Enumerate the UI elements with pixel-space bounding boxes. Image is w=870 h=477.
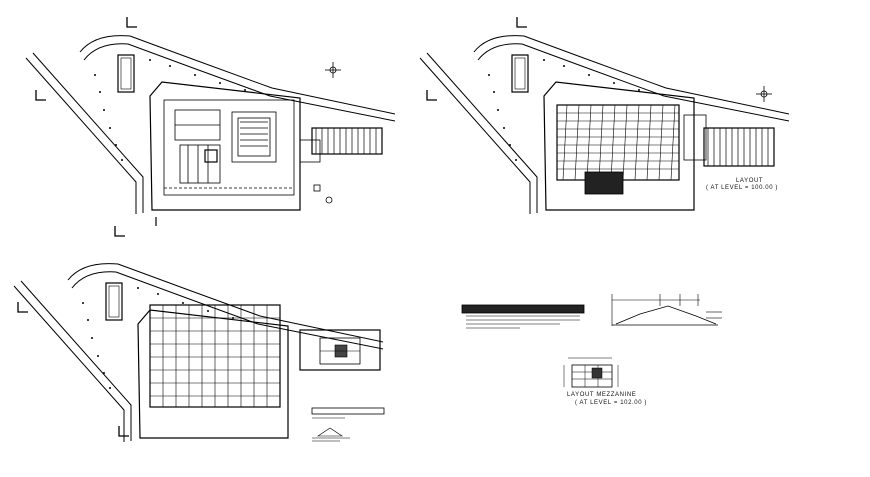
layout-mezzanine-level: ( AT LEVEL = 102.00 ) <box>575 400 648 406</box>
mezzanine-plan <box>563 357 619 388</box>
site-plan-2 <box>419 17 790 215</box>
site-plan-1 <box>25 17 396 226</box>
title-block-3 <box>311 407 385 442</box>
layout-mezzanine-title: LAYOUT MEZZANINE <box>567 392 637 398</box>
main-hall-2 <box>556 104 680 195</box>
north-arrow-icon <box>756 86 772 102</box>
grid-hall-3 <box>149 304 281 408</box>
site-plan-3 <box>13 226 385 443</box>
north-arrow-icon <box>325 62 341 78</box>
layout-1-title: LAYOUT <box>736 178 764 184</box>
annex-building-1 <box>299 127 383 163</box>
layout-1-level: ( AT LEVEL = 100.00 ) <box>706 185 779 191</box>
annex-building-2 <box>683 114 775 167</box>
section-elevation-roof <box>611 294 722 326</box>
annex-building-3 <box>299 329 381 371</box>
section-elevation-long <box>461 304 585 329</box>
